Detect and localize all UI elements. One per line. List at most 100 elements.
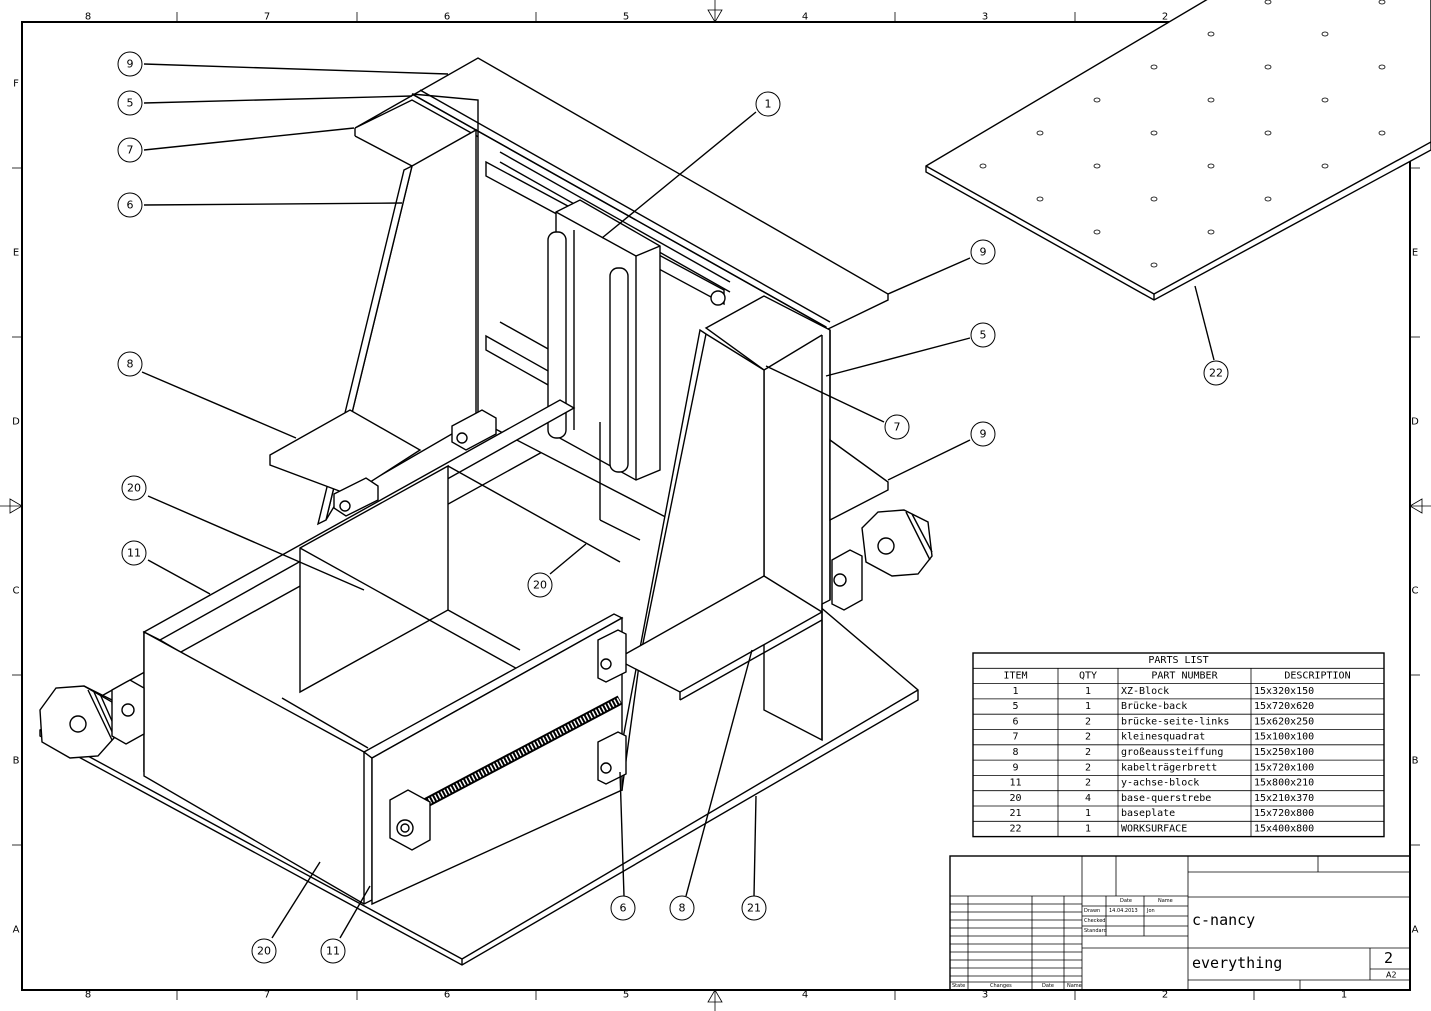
parts-list-cell: 5 [1012,701,1018,712]
parts-list-cell: 15x800x210 [1254,778,1314,789]
balloon-item: 1 [755,91,781,117]
mounting-hole [1207,31,1215,37]
balloon-label: 11 [127,547,141,560]
parts-list-cell: WORKSURFACE [1121,823,1187,834]
zone-row-label: D [1411,417,1419,428]
balloon-item: 8 [669,895,695,921]
balloon-circle [884,414,910,440]
balloon-item: 9 [117,51,143,77]
balloon-item: 9 [970,239,996,265]
parts-list-cell: großeaussteiffung [1121,747,1223,758]
balloon-label: 8 [679,902,686,915]
title-block: Date Name Drawn Checked Standard 14.04.2… [949,855,1411,991]
parts-list-title: PARTS LIST [1148,655,1208,666]
parts-list-cell: 2 [1085,716,1091,727]
parts-list-row: 22 1 WORKSURFACE 15x400x800 [1009,823,1314,834]
tb-state-label: State [952,983,965,989]
gantry-bridge [269,57,889,792]
leader-lines [141,63,1215,939]
zone-col-label: 1 [1341,990,1347,1001]
parts-list-header: ITEM [1003,670,1027,681]
balloon-circle [970,239,996,265]
zone-row-label: A [13,925,20,936]
mounting-hole [1150,130,1158,136]
zone-row-label: E [13,248,19,259]
balloon-item: 20 [251,938,277,964]
balloon-item: 6 [117,192,143,218]
balloon-item: 20 [527,572,553,598]
mounting-hole [1264,64,1272,70]
tb-name-label: Name [1067,983,1082,989]
balloon-item: 21 [741,895,767,921]
parts-list-cell: 15x210x370 [1254,793,1314,804]
zone-row-label: C [1412,586,1419,597]
zone-col-label: 6 [444,990,450,1001]
tb-drawn-name: Jon [1146,908,1155,914]
worksurface-plate [925,0,1431,301]
mounting-hole [1036,130,1044,136]
parts-list-cell: 15x720x800 [1254,808,1314,819]
zone-row-label: D [12,417,20,428]
zone-row-label: C [13,586,20,597]
mounting-hole [1207,163,1215,169]
balloon-label: 7 [894,421,901,434]
balloon-label: 20 [127,482,141,495]
zone-col-label: 3 [982,12,988,23]
parts-list-cell: 7 [1012,732,1018,743]
parts-list-cell: 8 [1012,747,1018,758]
base-frame [142,399,641,906]
balloon-label: 11 [326,945,340,958]
balloon-circle [741,895,767,921]
mounting-hole [1150,196,1158,202]
balloon-label: 1 [765,98,772,111]
parts-list-cell: 1 [1012,686,1018,697]
zone-col-label: 2 [1162,990,1168,1001]
balloon-label: 9 [980,246,987,259]
zone-row-label: F [13,79,19,90]
zone-col-label: 5 [623,990,629,1001]
tb-standard-label: Standard [1084,928,1107,934]
balloon-label: 22 [1209,367,1223,380]
parts-list-cell: y-achse-block [1121,778,1199,789]
parts-list-cell: 2 [1085,762,1091,773]
parts-list-cell: 15x100x100 [1254,732,1314,743]
parts-list-cell: XZ-Block [1121,686,1169,697]
balloon-item: 8 [117,351,143,377]
zone-row-label: E [1412,248,1418,259]
balloon-label: 6 [620,902,627,915]
balloon-circle [117,192,143,218]
parts-list-cell: 1 [1085,701,1091,712]
mounting-hole [1378,64,1386,70]
balloon-item: 22 [1203,360,1229,386]
zone-col-label: 3 [982,990,988,1001]
zone-col-label: 5 [623,12,629,23]
parts-list-cell: 15x400x800 [1254,823,1314,834]
balloon-circle [117,351,143,377]
parts-list-cell: 22 [1009,823,1021,834]
parts-list-cell: 1 [1085,823,1091,834]
zone-col-label: 7 [264,990,270,1001]
balloon-circle [117,90,143,116]
balloon-label: 9 [127,58,134,71]
parts-list-cell: Brücke-back [1121,701,1187,712]
balloon-item: 9 [970,421,996,447]
tb-date-header: Date [1120,898,1132,904]
balloon-item: 20 [121,475,147,501]
zone-col-label: 4 [802,990,808,1001]
parts-list-cell: 9 [1012,762,1018,773]
balloon-circle [970,421,996,447]
mounting-hole [1264,130,1272,136]
balloon-item: 11 [320,938,346,964]
balloon-circle [121,540,147,566]
parts-list-cell: baseplate [1121,808,1175,819]
balloon-item: 6 [610,895,636,921]
zone-row-label: B [13,756,20,767]
parts-list-cell: 6 [1012,716,1018,727]
